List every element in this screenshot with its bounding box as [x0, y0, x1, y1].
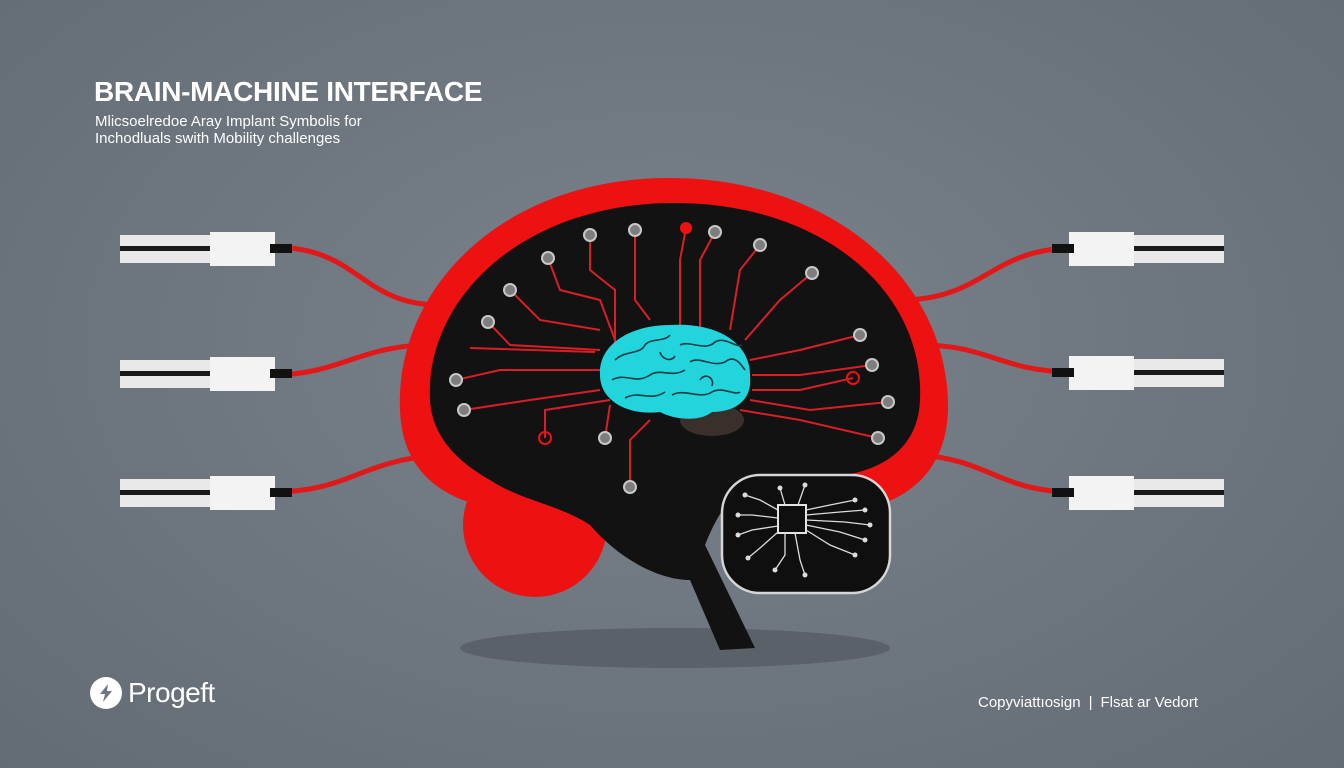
- node: [753, 238, 767, 252]
- node: [503, 283, 517, 297]
- node: [853, 328, 867, 342]
- subtitle-line-1: Mlicsoelredoe Aray Implant Symbolis for: [95, 113, 362, 130]
- node: [708, 225, 722, 239]
- connector-plug: [120, 476, 292, 510]
- connector-plug: [120, 357, 292, 391]
- connector-plug: [1052, 476, 1224, 510]
- node: [449, 373, 463, 387]
- connector-plug: [1052, 356, 1224, 390]
- lightning-bolt-icon: [90, 677, 122, 709]
- subtitle-line-2: Inchodluals swith Mobility challenges: [95, 130, 341, 147]
- node: [583, 228, 597, 242]
- node: [598, 431, 612, 445]
- electrode-nodes: [449, 222, 895, 494]
- node: [680, 222, 692, 234]
- node: [481, 315, 495, 329]
- footer-credits: Copyviattıosign | Flsat ar Vedort: [978, 694, 1198, 711]
- node: [623, 480, 637, 494]
- connector-plug: [120, 232, 292, 266]
- teal-brain-icon: [599, 324, 751, 436]
- connector-plug: [1052, 232, 1224, 266]
- node: [846, 371, 860, 385]
- node: [871, 431, 885, 445]
- microchip-badge: [720, 473, 892, 595]
- connectors-left: [120, 232, 292, 510]
- node: [865, 358, 879, 372]
- page-title: BRAIN-MACHINE INTERFACE: [94, 76, 483, 107]
- node: [541, 251, 555, 265]
- circuit-traces: [455, 227, 889, 487]
- cables-right: [899, 245, 1076, 495]
- ground-shadow: [460, 628, 890, 668]
- node: [457, 403, 471, 417]
- brand-name: Progeft: [128, 677, 215, 708]
- node: [881, 395, 895, 409]
- node: [628, 223, 642, 237]
- page-subtitle: Mlicsoelredoe Aray Implant Symbolis for …: [95, 113, 455, 147]
- footer-left-text: Copyviattıosign: [978, 694, 1081, 711]
- footer-separator: |: [1088, 694, 1093, 711]
- footer-right-text: Flsat ar Vedort: [1100, 694, 1199, 711]
- node: [805, 266, 819, 280]
- black-brain-silhouette: [429, 202, 921, 651]
- node: [538, 431, 552, 445]
- connectors-right: [1052, 232, 1224, 510]
- brand-logo: Progeft: [90, 677, 215, 709]
